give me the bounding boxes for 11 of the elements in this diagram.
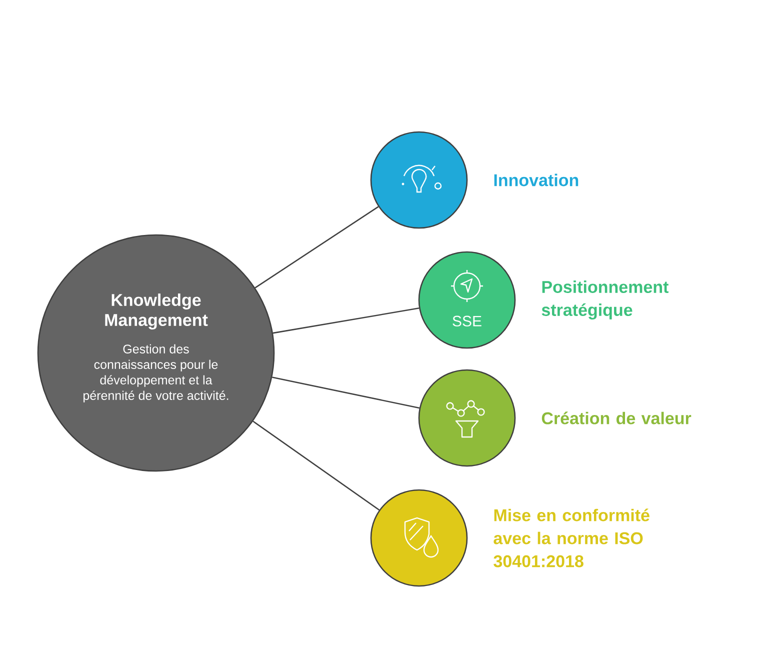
topic-circle [418,369,516,467]
topic-label: Mise en conformité avec la norme ISO 30401:2018 [494,508,650,568]
topic-label: Positionnement stratégique [542,280,669,320]
connector-line [252,420,380,511]
topic-label: Innovation [494,174,578,186]
topic-label: Création de valeur [542,412,692,424]
connector-line [272,308,420,334]
topic-circle [370,489,468,587]
topic-circle [370,131,468,229]
connector-line [272,376,420,409]
connector-line [254,206,379,288]
